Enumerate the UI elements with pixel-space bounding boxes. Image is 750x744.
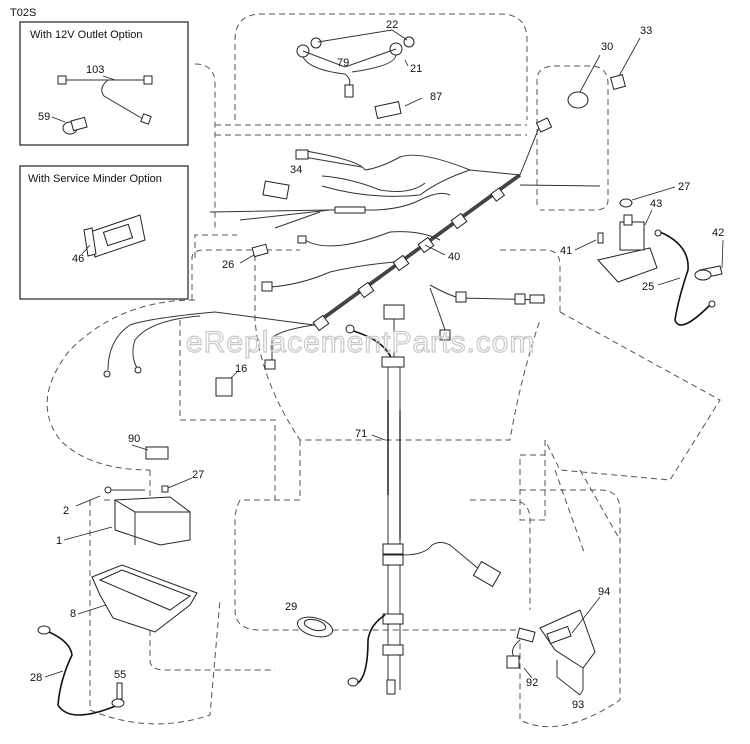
switch-icon [145,446,169,460]
part-16: 16 [215,363,247,397]
inset-12v-outlet: With 12V Outlet Option 103 59 [19,21,189,146]
part-label-28[interactable]: 28 [30,672,42,684]
part-label-71[interactable]: 71 [355,428,367,440]
part-label-90[interactable]: 90 [128,433,140,445]
part-label-46[interactable]: 46 [72,253,84,265]
switch-icon [539,609,596,669]
chassis-outline [46,13,721,728]
connector-icon [57,75,67,85]
part-label-27-top[interactable]: 27 [678,181,690,193]
connector-icon [344,84,354,98]
part-29: 29 [285,601,334,638]
part-label-33[interactable]: 33 [640,25,652,37]
ignition-switch-icon [567,91,589,109]
part-label-27-battery[interactable]: 27 [192,469,204,481]
part-label-1[interactable]: 1 [56,535,62,547]
part-label-103[interactable]: 103 [86,64,104,76]
inset-12v-title: With 12V Outlet Option [30,29,143,41]
part-26: 26 [222,243,269,271]
inset-service-minder: With Service Minder Option 46 [19,165,189,300]
diagram-code: T02S [10,7,36,19]
part-label-8[interactable]: 8 [70,608,76,620]
connector-icon [143,75,153,85]
cable-71: 71 [345,304,502,695]
switch-icon [215,377,233,397]
headlight-assembly: 22 79 21 [296,19,422,98]
connector-icon [140,113,152,125]
part-label-30[interactable]: 30 [601,41,613,53]
part-90: 90 [128,433,169,460]
part-label-29[interactable]: 29 [285,601,297,613]
switch-icon [262,180,290,200]
key-icon [610,74,626,90]
switch-34: 34 [262,164,302,200]
ground-cable: 28 55 [30,625,126,716]
watermark: eReplacementParts.com [186,326,535,359]
part-label-26[interactable]: 26 [222,259,234,271]
part-label-94[interactable]: 94 [598,586,610,598]
part-label-87[interactable]: 87 [430,91,442,103]
connector-icon [297,235,307,244]
part-label-34[interactable]: 34 [290,164,302,176]
battery-assembly: 2 27 1 8 [56,469,204,633]
solenoid-icon [597,247,658,283]
inset-service-minder-title: With Service Minder Option [28,173,162,185]
seat-switch-assembly: 94 92 93 [506,586,610,711]
part-label-79[interactable]: 79 [337,57,349,69]
part-label-59[interactable]: 59 [38,111,50,123]
part-label-2[interactable]: 2 [63,505,69,517]
relay-icon [374,101,402,119]
part-label-93[interactable]: 93 [572,699,584,711]
part-label-22[interactable]: 22 [386,19,398,31]
cable-clip-icon [381,356,405,368]
relay-87: 87 [374,91,442,119]
part-label-41[interactable]: 41 [560,245,572,257]
part-label-43[interactable]: 43 [650,198,662,210]
part-label-16[interactable]: 16 [235,363,247,375]
relay-icon [383,304,405,320]
main-wire-harness: 40 [103,117,601,378]
solenoid-assembly: 27 43 41 42 25 [560,181,724,326]
ignition-parts: 30 33 [567,25,652,109]
part-label-40[interactable]: 40 [448,251,460,263]
part-label-25[interactable]: 25 [642,281,654,293]
part-label-92[interactable]: 92 [526,677,538,689]
part-label-21[interactable]: 21 [410,63,422,75]
part-label-42[interactable]: 42 [712,227,724,239]
part-label-55[interactable]: 55 [114,669,126,681]
